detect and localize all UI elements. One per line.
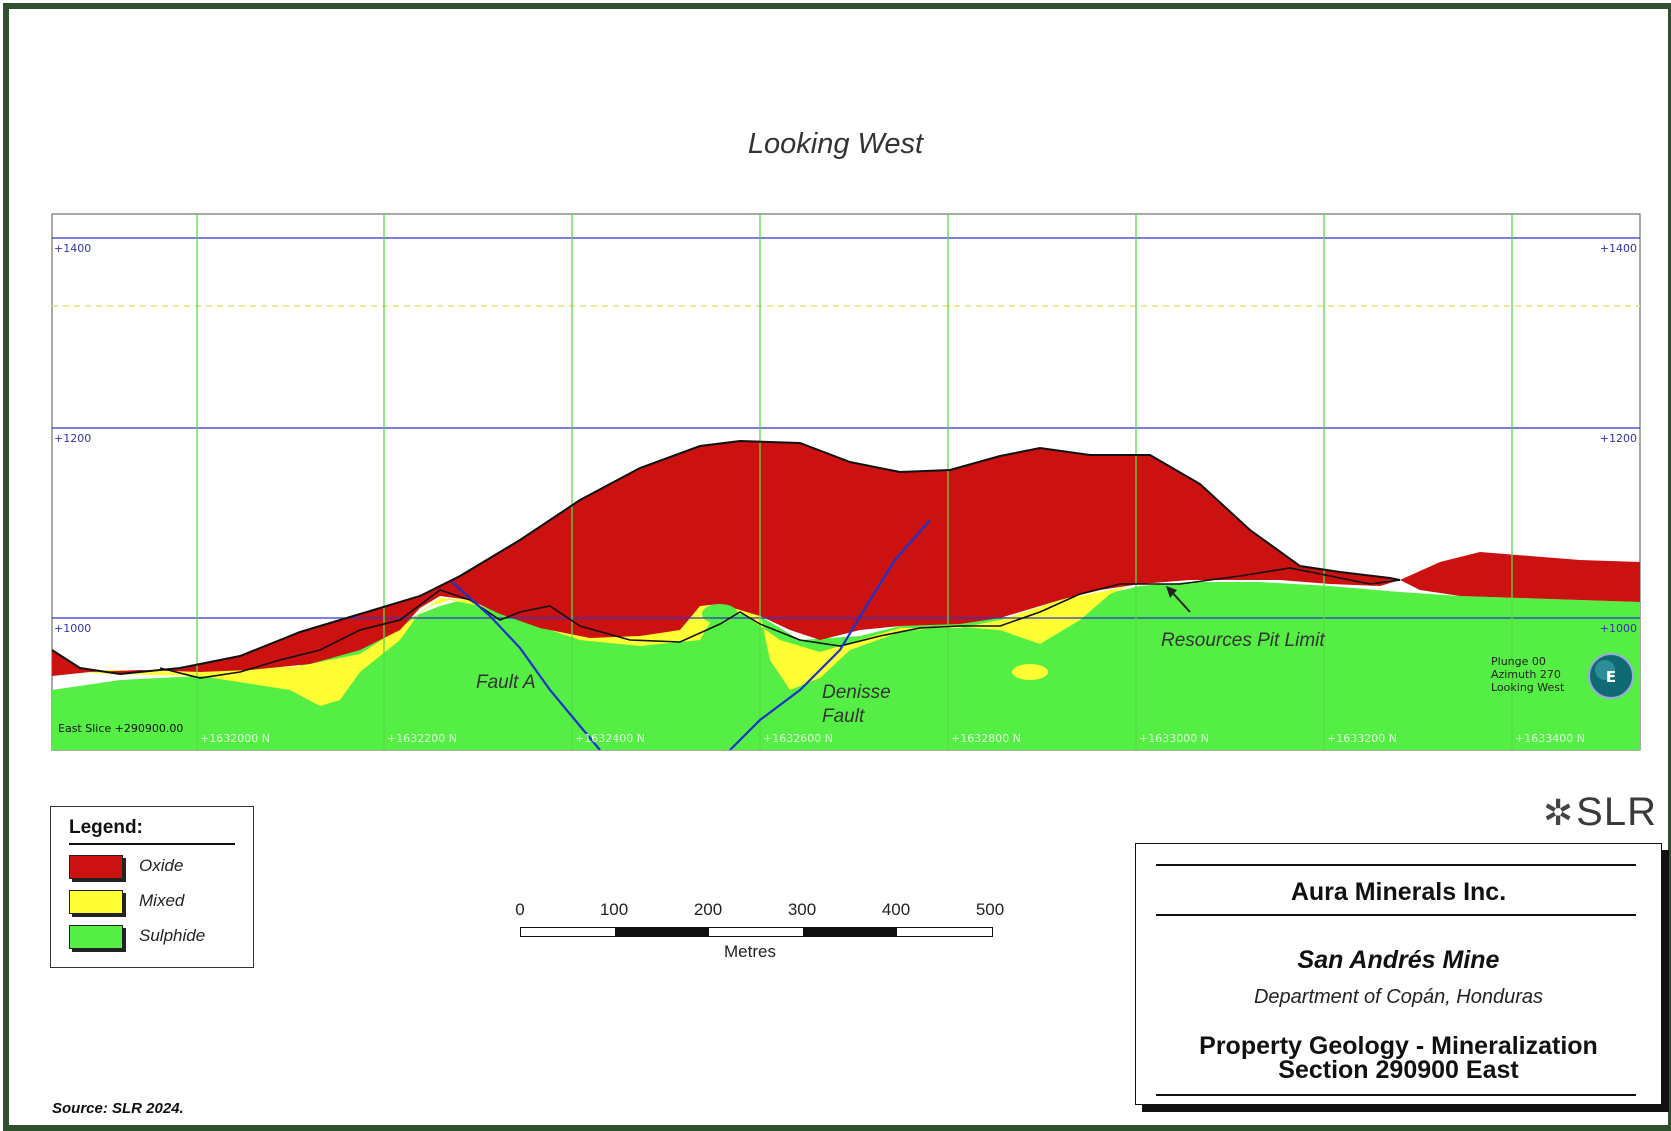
project-location: Department of Copán, Honduras	[1253, 986, 1544, 1008]
legend-swatch-oxide	[69, 855, 123, 879]
elevation-label-left: +1000	[54, 622, 91, 635]
legend-swatch-sulphide	[69, 925, 123, 949]
compass-letter: E	[1606, 668, 1616, 686]
oxide-zone-east	[1400, 552, 1640, 602]
title-block-rule	[1156, 864, 1636, 866]
fault-a-label: Fault A	[476, 672, 536, 693]
slr-star-icon: ✲	[1543, 792, 1575, 833]
scale-bar: 0 100 200 300 400 500 Metres	[490, 900, 1010, 961]
mixed-zone	[52, 586, 1130, 706]
azimuth-label: Azimuth 270	[1491, 668, 1561, 681]
title-block-rule	[1156, 914, 1636, 916]
figure-title: Property Geology - Mineralization	[1199, 1032, 1598, 1060]
scale-tick-label: 500	[975, 900, 1005, 919]
slr-logo-text: SLR	[1576, 790, 1657, 834]
slr-logo: ✲SLR	[1543, 790, 1657, 835]
legend-label: Sulphide	[139, 926, 206, 945]
legend-divider	[69, 843, 235, 845]
northing-label: +1632800 N	[951, 732, 1021, 745]
resources-pit-limit-line	[159, 567, 1401, 679]
northing-label: +1632200 N	[387, 732, 457, 745]
legend-title: Legend:	[69, 817, 143, 838]
slice-label: East Slice +290900.00	[58, 722, 183, 735]
legend-label: Oxide	[139, 856, 184, 875]
project-name: San Andrés Mine	[1297, 946, 1500, 974]
northing-label: +1633400 N	[1515, 732, 1585, 745]
mixed-lens	[702, 604, 738, 624]
scale-track	[520, 927, 993, 937]
scale-tick-label: 100	[599, 900, 629, 919]
denisse-fault-label: Fault	[822, 706, 865, 727]
plunge-label: Plunge 00	[1491, 655, 1546, 668]
elevation-label-left: +1400	[54, 242, 91, 255]
source-note: Source: SLR 2024.	[52, 1100, 184, 1117]
legend-item-sulphide: Sulphide	[69, 921, 249, 951]
denisse-fault-line	[729, 519, 931, 750]
legend-item-mixed: Mixed	[69, 886, 249, 916]
scale-tick-label: 200	[693, 900, 723, 919]
scale-tick-label: 400	[881, 900, 911, 919]
mixed-lens	[1012, 664, 1048, 680]
title-block: Aura Minerals Inc. San Andrés Mine Depar…	[1135, 843, 1662, 1105]
denisse-fault-label: Denisse	[822, 682, 891, 703]
legend-item-oxide: Oxide	[69, 851, 249, 881]
scale-units: Metres	[724, 942, 776, 961]
elevation-label-right: +1200	[1600, 432, 1637, 445]
oxide-zone	[52, 441, 1400, 676]
northing-label: +1632400 N	[575, 732, 645, 745]
sulphide-zone	[52, 582, 1640, 750]
figure-subtitle: Section 290900 East	[1278, 1056, 1519, 1084]
scale-tick-label: 300	[787, 900, 817, 919]
northing-label: +1633000 N	[1139, 732, 1209, 745]
view-title: Looking West	[747, 128, 924, 160]
fault-a-line	[451, 581, 601, 750]
elevation-label-right: +1000	[1600, 622, 1637, 635]
elevation-label-left: +1200	[54, 432, 91, 445]
pit-limit-label: Resources Pit Limit	[1161, 630, 1325, 651]
client-name: Aura Minerals Inc.	[1290, 878, 1507, 906]
legend-swatch-mixed	[69, 890, 123, 914]
looking-label: Looking West	[1491, 681, 1565, 694]
northing-label: +1633200 N	[1327, 732, 1397, 745]
compass-highlight	[1595, 660, 1615, 680]
scale-segment	[803, 928, 897, 936]
title-block-rule	[1156, 1094, 1636, 1096]
legend: Legend: Oxide Mixed Sulphide	[50, 806, 254, 968]
scale-segment	[615, 928, 709, 936]
scale-tick-label: 0	[515, 900, 525, 919]
northing-label: +1632000 N	[200, 732, 270, 745]
northing-label: +1632600 N	[763, 732, 833, 745]
elevation-label-right: +1400	[1600, 242, 1637, 255]
pit-limit-arrowhead	[1166, 586, 1177, 598]
legend-label: Mixed	[139, 891, 185, 910]
topography-line	[52, 439, 1401, 676]
